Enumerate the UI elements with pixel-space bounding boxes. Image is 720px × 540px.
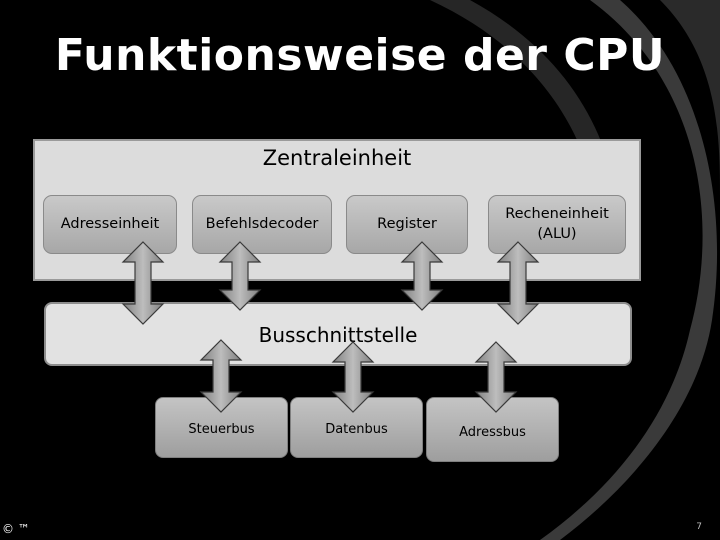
unit-befehlsdecoder: Befehlsdecoder (192, 195, 332, 254)
unit-recheneinheit: Recheneinheit (ALU) (488, 195, 626, 254)
bus-adressbus: Adressbus (426, 397, 559, 462)
unit-register: Register (346, 195, 468, 254)
cpu-label: Zentraleinheit (262, 146, 412, 170)
slide-title: Funktionsweise der CPU (54, 30, 666, 81)
bus-datenbus: Datenbus (290, 397, 423, 458)
page-number: 7 (696, 522, 702, 532)
footer-copyright: © ™ (2, 522, 30, 536)
bus-steuerbus: Steuerbus (155, 397, 288, 458)
bus-interface-label: Busschnittstelle (258, 323, 418, 347)
unit-adresseinheit: Adresseinheit (43, 195, 177, 254)
